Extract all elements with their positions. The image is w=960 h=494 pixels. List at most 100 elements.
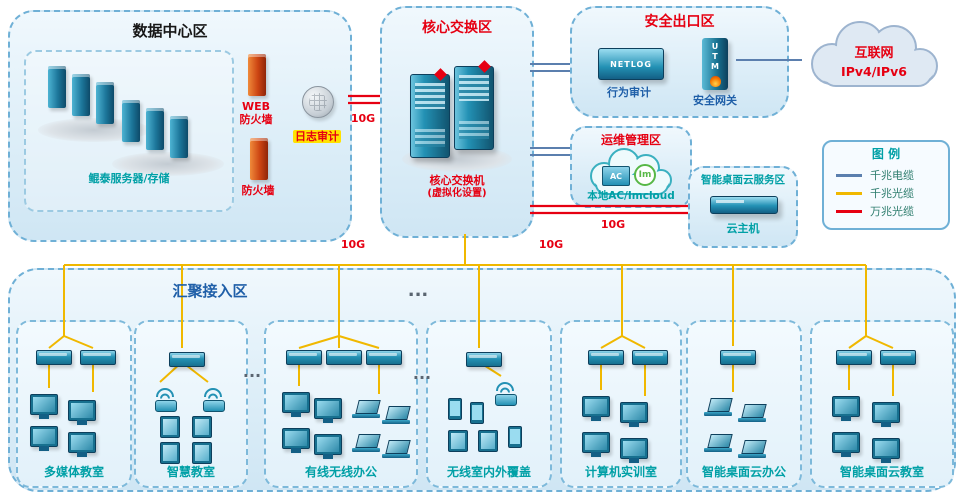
desktop-pc-icon [620, 438, 648, 463]
link-speed-dc-core: 10G [350, 112, 376, 125]
ellipsis-rooms-right: ... [412, 364, 432, 383]
wireless-ap-icon [154, 384, 177, 412]
access-switch-icon [880, 350, 916, 365]
room-computer-training: 计算机实训室 [560, 320, 682, 488]
phone-icon [508, 426, 522, 448]
web-firewall-icon [248, 54, 266, 96]
server-label: 鲲泰服务器/存储 [88, 172, 170, 185]
room-multimedia-classroom: 多媒体教室 [16, 320, 132, 488]
server-tower-icon [170, 116, 188, 158]
poe-switch-icon [326, 350, 362, 365]
server-tower-icon [146, 108, 164, 150]
room-label: 多媒体教室 [43, 465, 104, 479]
fiber-10g-lines [348, 94, 688, 215]
zone-title-ops: 运维管理区 [600, 133, 661, 147]
core-switch-icon [410, 68, 450, 158]
zone-title-core: 核心交换区 [422, 20, 492, 36]
room-smart-classroom: 智慧教室 [134, 320, 248, 488]
cloud-host-label: 云主机 [726, 222, 760, 235]
zone-ops-management: 运维管理区 AC Im 本地AC/Imcloud [570, 126, 692, 208]
access-switch-icon [286, 350, 322, 365]
utm-device-text: UTM [710, 42, 720, 72]
ap-body [203, 400, 225, 412]
ac-appliance-icon: AC [602, 166, 630, 186]
web-firewall-label-line1: WEB [241, 100, 271, 113]
tablet-icon [192, 442, 212, 464]
zone-title-data-center: 数据中心区 [132, 22, 208, 40]
phone-icon [448, 398, 462, 420]
internet-cloud: 互联网 IPv4/IPv6 [794, 16, 954, 108]
netlog-device-text: NETLOG [610, 59, 652, 69]
wifi-waves-icon [204, 388, 222, 399]
legend-swatch-fiber-10g [836, 210, 862, 213]
desktop-pc-icon [30, 394, 58, 419]
im-badge-text: Im [638, 170, 652, 180]
core-switch-label-line2: (虚拟化设置) [427, 188, 487, 199]
link-speed-server-zone: 10G [600, 218, 626, 231]
ellipsis-rooms-left: ... [242, 362, 262, 381]
firewall-label: 防火墙 [241, 184, 275, 197]
security-gateway-label: 安全网关 [693, 94, 737, 107]
ac-badge-text: AC [609, 171, 623, 181]
room-label: 无线室内外覆盖 [446, 465, 531, 479]
wireless-ap-icon [494, 378, 517, 406]
cloud-host-icon [710, 196, 778, 214]
behavior-audit-appliance-icon: NETLOG [598, 48, 664, 80]
core-switch-label-line1: 核心交换机 [429, 174, 485, 187]
zone-security-exit: 安全出口区 NETLOG 行为审计 UTM 安全网关 [570, 6, 789, 118]
laptop-icon [704, 434, 732, 452]
desktop-pc-icon [872, 402, 900, 427]
desktop-pc-icon [282, 392, 310, 417]
room-wireless-coverage: 无线室内外覆盖 [426, 320, 552, 488]
room-desktop-cloud-office: 智能桌面云办公 [686, 320, 802, 488]
desktop-pc-icon [314, 398, 342, 423]
tablet-icon [160, 416, 180, 438]
server-tower-icon [122, 100, 140, 142]
laptop-icon [738, 440, 766, 458]
legend-swatch-copper [836, 174, 862, 177]
room-label: 智能桌面云教室 [839, 465, 924, 479]
ellipsis-top: ... [407, 280, 429, 301]
zone-desktop-cloud-service: 智能桌面云服务区 云主机 [688, 166, 798, 248]
legend-label-copper: 千兆电缆 [870, 169, 914, 182]
legend-swatch-fiber-1g [836, 192, 862, 195]
desktop-pc-icon [582, 396, 610, 421]
desktop-pc-icon [620, 402, 648, 427]
tablet-icon [478, 430, 498, 452]
imcloud-badge-icon: Im [634, 164, 656, 186]
desktop-pc-icon [872, 438, 900, 463]
behavior-audit-label: 行为审计 [607, 86, 651, 99]
log-audit-icon [302, 86, 334, 118]
laptop-icon [704, 398, 732, 416]
desktop-pc-icon [314, 434, 342, 459]
zone-core-switching: 核心交换区 核心交换机 (虚拟化设置) [380, 6, 534, 238]
room-label: 智能桌面云办公 [701, 465, 786, 479]
legend-title: 图 例 [871, 147, 901, 161]
access-switch-icon [632, 350, 668, 365]
legend: 图 例 千兆电缆 千兆光缆 万兆光缆 [822, 140, 950, 230]
zone-data-center: 数据中心区 鲲泰服务器/存储 WEB 防火墙 日志审计 防火墙 [8, 10, 352, 242]
phone-icon [470, 402, 484, 424]
laptop-icon [382, 440, 410, 458]
security-gateway-appliance-icon: UTM [702, 38, 728, 90]
room-label: 智慧教室 [166, 465, 215, 479]
log-audit-label: 日志审计 [293, 130, 341, 143]
tablet-icon [448, 430, 468, 452]
platform-shadow [112, 152, 224, 176]
wireless-ap-icon [202, 384, 225, 412]
poe-switch-icon [466, 352, 502, 367]
room-wired-wireless-office: 有线无线办公 [264, 320, 418, 488]
link-speed-agg-right: 10G [538, 238, 564, 251]
zone-title-security: 安全出口区 [644, 14, 715, 30]
access-switch-icon [588, 350, 624, 365]
access-switch-icon [366, 350, 402, 365]
core-switch-icon [454, 60, 494, 150]
ap-body [155, 400, 177, 412]
fiber-1g-lines [48, 234, 894, 396]
web-firewall-label-line2: 防火墙 [239, 113, 273, 126]
server-group-box: 鲲泰服务器/存储 [24, 50, 234, 212]
wifi-waves-icon [496, 382, 514, 393]
access-switch-icon [720, 350, 756, 365]
